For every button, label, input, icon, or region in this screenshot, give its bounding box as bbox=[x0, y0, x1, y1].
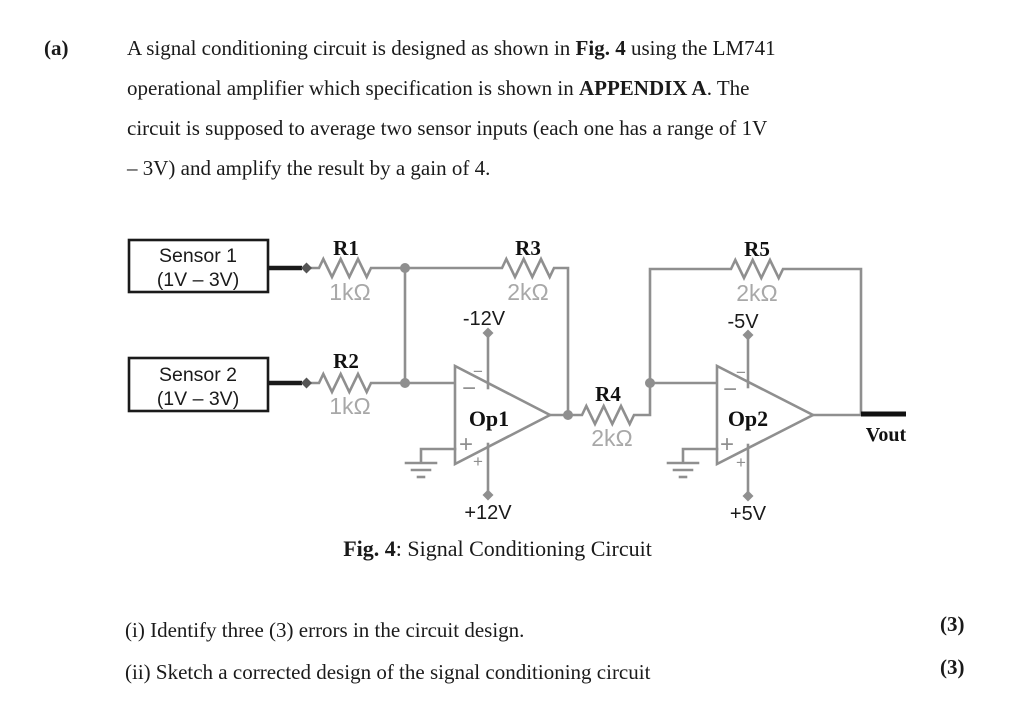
intro-line-1: A signal conditioning circuit is designe… bbox=[127, 36, 776, 61]
junction-dot bbox=[400, 378, 410, 388]
question-i-marks: (3) bbox=[940, 612, 965, 636]
op2-name: Op2 bbox=[728, 406, 768, 431]
op2-vneg-pin-diamond bbox=[742, 329, 754, 341]
r4-label: R4 bbox=[595, 382, 621, 406]
sensor2-stub-diamond bbox=[301, 377, 312, 389]
op2-vpos-pin-diamond bbox=[742, 490, 754, 502]
op1-vneg-pin-diamond bbox=[482, 327, 494, 339]
sensor2-range: (1V – 3V) bbox=[157, 388, 239, 410]
figure-caption-title: : Signal Conditioning Circuit bbox=[395, 536, 652, 561]
intro-line-3: circuit is supposed to average two senso… bbox=[127, 116, 768, 140]
r1-label: R1 bbox=[333, 236, 359, 260]
vout-label: Vout bbox=[866, 424, 907, 446]
op1-name: Op1 bbox=[469, 406, 509, 431]
op2-vpos-label: +5V bbox=[730, 503, 767, 525]
r5-label: R5 bbox=[744, 237, 770, 261]
op1-ground-icon bbox=[404, 447, 457, 479]
junction-dot bbox=[645, 378, 655, 388]
op2-top-pin-sign: − bbox=[736, 363, 746, 382]
r3-label: R3 bbox=[515, 236, 541, 260]
sensor1-label: Sensor 1 bbox=[159, 245, 237, 267]
question-i: (i) Identify three (3) errors in the cir… bbox=[125, 618, 525, 642]
intro-line-2: operational amplifier which specificatio… bbox=[127, 76, 750, 101]
r4-resistor bbox=[548, 381, 652, 428]
r1-value: 1kΩ bbox=[329, 279, 371, 305]
intro-line-2-tail: . The bbox=[706, 76, 750, 100]
appendix-reference: APPENDIX A bbox=[578, 76, 707, 100]
junction-dot bbox=[563, 410, 573, 420]
op1-vpos-label: +12V bbox=[464, 502, 512, 524]
sensor1-range: (1V – 3V) bbox=[157, 269, 239, 291]
sensor1-box bbox=[127, 238, 270, 294]
op1-vneg-label: -12V bbox=[463, 308, 506, 330]
intro-line-1-text: A signal conditioning circuit is designe… bbox=[127, 36, 576, 60]
r4-value: 2kΩ bbox=[591, 425, 633, 451]
r1-resistor bbox=[305, 255, 407, 281]
op1-vpos-pin-diamond bbox=[482, 489, 494, 501]
op1-bottom-pin-sign: + bbox=[473, 452, 483, 471]
op1-noninverting-sign: + bbox=[459, 431, 473, 458]
part-label: (a) bbox=[44, 36, 69, 60]
op1-inverting-sign: − bbox=[462, 375, 476, 402]
figure-caption: Fig. 4: Signal Conditioning Circuit bbox=[0, 536, 995, 562]
intro-line-2-text: operational amplifier which specificatio… bbox=[127, 76, 579, 100]
sensor2-box bbox=[127, 356, 270, 413]
op1-triangle bbox=[453, 363, 553, 467]
op2-noninverting-sign: + bbox=[720, 431, 734, 458]
question-ii: (ii) Sketch a corrected design of the si… bbox=[125, 660, 651, 684]
r2-value: 1kΩ bbox=[329, 393, 371, 419]
op2-inverting-sign: − bbox=[723, 376, 737, 403]
sensor2-label: Sensor 2 bbox=[159, 364, 237, 386]
r2-label: R2 bbox=[333, 349, 359, 373]
op2-vneg-label: -5V bbox=[727, 311, 759, 333]
r3-resistor-feedback-wire bbox=[403, 255, 570, 417]
intro-line-1-tail: using the LM741 bbox=[625, 36, 776, 60]
r2-resistor bbox=[305, 370, 457, 396]
r3-value: 2kΩ bbox=[507, 279, 549, 305]
sensor1-stub-diamond bbox=[301, 262, 312, 274]
figure-caption-number: Fig. 4 bbox=[343, 536, 396, 561]
fig-reference: Fig. 4 bbox=[575, 36, 626, 60]
op1-top-pin-sign: − bbox=[473, 362, 483, 381]
op2-bottom-pin-sign: + bbox=[736, 453, 746, 472]
question-ii-marks: (3) bbox=[940, 655, 965, 679]
r5-resistor-feedback-wire bbox=[648, 256, 863, 417]
op2-ground-icon bbox=[666, 447, 719, 479]
r5-value: 2kΩ bbox=[736, 280, 778, 306]
intro-line-4: – 3V) and amplify the result by a gain o… bbox=[127, 156, 491, 180]
op2-triangle bbox=[715, 363, 816, 467]
junction-dot bbox=[400, 263, 410, 273]
